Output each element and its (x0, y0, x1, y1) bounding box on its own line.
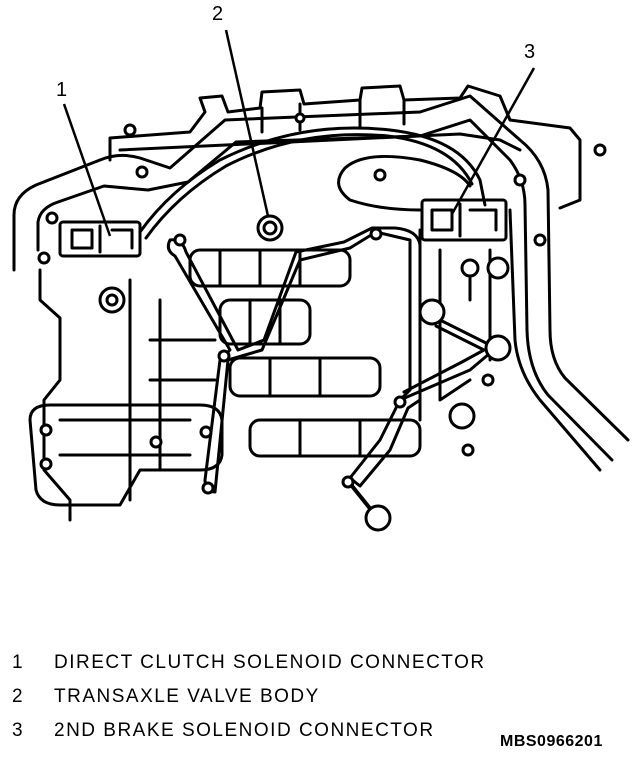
leader-3 (450, 67, 536, 215)
leader-2 (224, 29, 270, 217)
left-casting (38, 268, 72, 522)
case-inner-edge (36, 118, 614, 462)
bolt (418, 298, 446, 326)
case-outline (12, 94, 630, 442)
bolt (105, 293, 119, 307)
small-hole (217, 349, 231, 363)
bolt (448, 402, 476, 430)
small-hole (593, 143, 607, 157)
valve-body-gasket (166, 226, 422, 494)
small-hole (39, 457, 53, 471)
detent-spring-arm (398, 314, 498, 402)
small-hole (201, 481, 215, 495)
valve-bore-left (128, 278, 217, 502)
small-hole (149, 435, 163, 449)
small-hole (373, 168, 387, 182)
spool-valve-1 (188, 248, 352, 288)
direct-clutch-solenoid-connector (58, 220, 142, 258)
wire-harness-loop (337, 154, 472, 212)
small-hole (369, 227, 383, 241)
connector-3-detail (430, 202, 498, 238)
small-hole (199, 425, 213, 439)
legend-text: DIRECT CLUTCH SOLENOID CONNECTOR (54, 652, 486, 673)
spool-valve-3 (228, 356, 382, 398)
callout-1: 1 (56, 79, 68, 101)
legend-number: 3 (12, 720, 25, 741)
small-hole (39, 423, 53, 437)
legend-number: 2 (12, 686, 25, 707)
small-hole (45, 211, 59, 225)
valve-body-illustration (12, 29, 630, 532)
small-hole (393, 395, 407, 409)
callout-3: 3 (524, 41, 536, 63)
small-hole (173, 233, 187, 247)
leader-1 (62, 103, 112, 237)
valve-bore-right (418, 228, 472, 422)
bolt-hole (262, 220, 278, 236)
small-hole (135, 165, 149, 179)
legend-text: 2ND BRAKE SOLENOID CONNECTOR (54, 720, 435, 741)
left-lower-casting (28, 403, 224, 507)
wire-harness (138, 126, 487, 234)
spool-valve-detail (218, 248, 362, 458)
small-hole (341, 475, 355, 489)
small-hole (37, 251, 51, 265)
small-hole (513, 173, 527, 187)
spool-valve-4 (248, 418, 422, 458)
legend-number: 1 (12, 652, 25, 673)
case-right-flange (508, 208, 602, 472)
small-hole (294, 112, 306, 124)
wire-harness-second (144, 133, 474, 240)
small-hole (123, 123, 137, 137)
detent-spring-arm-inner (402, 324, 486, 394)
bolt (364, 504, 392, 532)
connector-1-detail (70, 224, 134, 254)
second-brake-solenoid-connector (420, 198, 508, 242)
bolt (486, 256, 510, 280)
small-hole (481, 373, 495, 387)
bolt (460, 258, 480, 278)
small-hole (533, 233, 547, 247)
small-hole (461, 443, 475, 457)
bolt (484, 334, 512, 362)
legend-text: TRANSAXLE VALVE BODY (54, 686, 320, 707)
figure-code: MBS0966201 (500, 733, 603, 750)
left-lower-casting-inner (58, 418, 192, 457)
callout-2: 2 (212, 3, 224, 25)
